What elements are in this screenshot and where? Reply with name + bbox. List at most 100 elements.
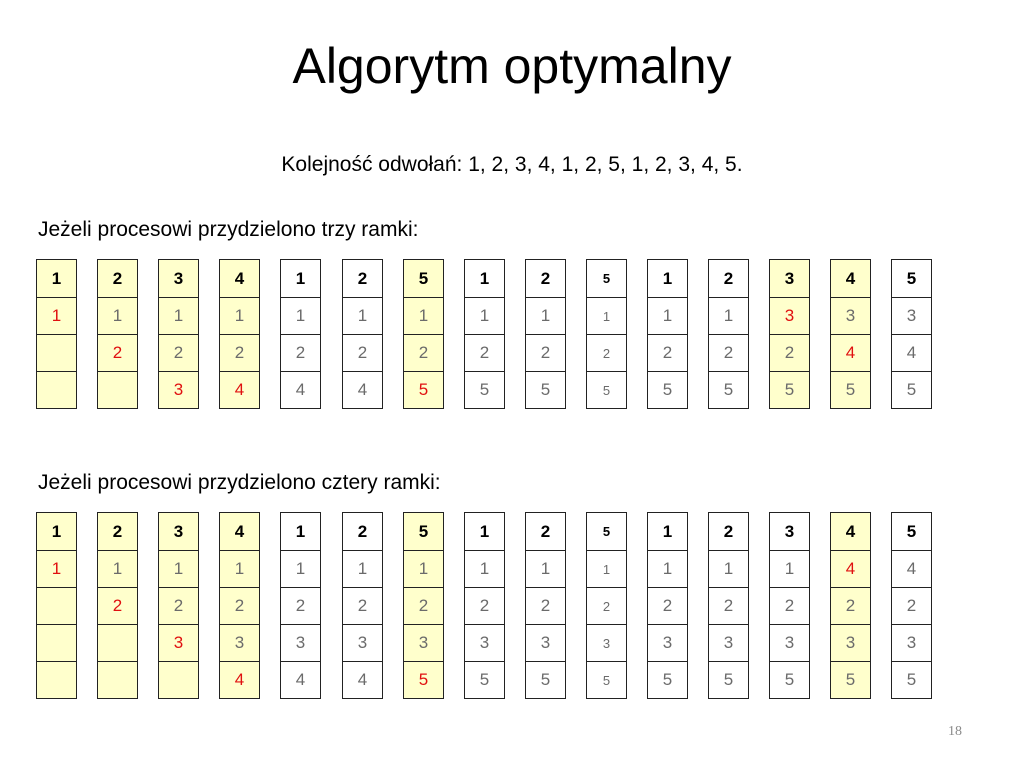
frame-cell: 1 xyxy=(281,297,320,334)
reference-cell: 3 xyxy=(770,260,809,297)
reference-cell: 1 xyxy=(37,513,76,550)
frame-cell: 1 xyxy=(404,297,443,334)
frame-cell: 1 xyxy=(465,297,504,334)
frame-cell xyxy=(98,371,137,408)
frame-cell: 3 xyxy=(770,624,809,661)
frame-cell: 5 xyxy=(770,371,809,408)
frame-cell: 2 xyxy=(404,334,443,371)
frame-cell: 3 xyxy=(526,624,565,661)
frame-cell: 5 xyxy=(404,661,443,698)
reference-cell: 2 xyxy=(357,268,368,288)
reference-sequence: Kolejność odwołań: 1, 2, 3, 4, 1, 2, 5, … xyxy=(281,153,743,176)
frame-cell: 5 xyxy=(465,371,504,408)
frame-cell: 1 xyxy=(343,550,382,587)
frame-cell: 4 xyxy=(892,550,931,587)
frame-cell: 5 xyxy=(648,371,687,408)
frame-cell: 5 xyxy=(770,661,809,698)
frame-cell: 1 xyxy=(159,297,198,334)
frame-cell: 1 xyxy=(37,550,76,587)
frame-cell: 3 xyxy=(159,371,198,408)
page-number: 18 xyxy=(948,724,962,739)
frame-cell: 5 xyxy=(587,661,626,698)
reference-cell: 5 xyxy=(404,513,443,550)
reference-cell: 2 xyxy=(98,513,137,550)
frame-cell: 2 xyxy=(709,334,748,371)
frame-cell: 3 xyxy=(831,624,870,661)
frame-cell: 2 xyxy=(98,334,137,371)
frame-cell xyxy=(98,624,137,661)
frame-cell: 1 xyxy=(98,297,137,334)
frame-cell: 1 xyxy=(709,297,748,334)
frame-cell: 2 xyxy=(648,587,687,624)
frame-cell: 2 xyxy=(587,334,626,371)
frame-cell: 4 xyxy=(892,334,931,371)
frame-cell xyxy=(37,661,76,698)
reference-cell: 2 xyxy=(540,521,551,541)
frame-cell: 2 xyxy=(343,334,382,371)
frame-cell: 4 xyxy=(343,371,382,408)
reference-cell: 1 xyxy=(662,268,673,288)
frame-cell: 4 xyxy=(831,550,870,587)
frame-cell: 3 xyxy=(159,624,198,661)
frame-cell: 3 xyxy=(709,624,748,661)
frame-cell: 5 xyxy=(831,371,870,408)
frame-cell: 2 xyxy=(159,587,198,624)
frame-cell: 1 xyxy=(526,550,565,587)
frame-cell: 3 xyxy=(281,624,320,661)
frame-cell: 2 xyxy=(220,334,259,371)
frame-cell: 1 xyxy=(648,550,687,587)
frame-cell: 1 xyxy=(587,550,626,587)
frame-cell: 3 xyxy=(831,297,870,334)
frame-cell: 3 xyxy=(587,624,626,661)
reference-cell: 5 xyxy=(906,521,917,541)
frame-cell: 3 xyxy=(465,624,504,661)
frame-cell xyxy=(37,624,76,661)
frame-cell: 5 xyxy=(709,661,748,698)
reference-cell: 2 xyxy=(357,521,368,541)
frame-cell xyxy=(98,661,137,698)
frame-cell: 2 xyxy=(159,334,198,371)
frame-cell: 3 xyxy=(220,624,259,661)
frame-cell: 2 xyxy=(526,587,565,624)
frame-cell: 5 xyxy=(831,661,870,698)
frame-cell: 5 xyxy=(404,371,443,408)
reference-cell: 4 xyxy=(220,513,259,550)
reference-cell: 3 xyxy=(159,513,198,550)
frame-cell xyxy=(37,371,76,408)
frame-cell: 2 xyxy=(343,587,382,624)
frame-cell: 1 xyxy=(343,297,382,334)
frame-cell: 5 xyxy=(709,371,748,408)
reference-cell: 3 xyxy=(784,521,795,541)
frame-cell: 2 xyxy=(526,334,565,371)
frame-cell: 2 xyxy=(892,587,931,624)
frame-cell: 4 xyxy=(281,371,320,408)
frame-cell: 1 xyxy=(98,550,137,587)
frame-cell: 2 xyxy=(404,587,443,624)
frame-cell: 1 xyxy=(281,550,320,587)
reference-cell: 3 xyxy=(159,260,198,297)
frame-cell: 5 xyxy=(465,661,504,698)
frame-cell: 2 xyxy=(465,587,504,624)
frame-cell xyxy=(37,587,76,624)
frame-cell xyxy=(37,334,76,371)
reference-cell: 5 xyxy=(906,268,917,288)
frame-cell: 1 xyxy=(465,550,504,587)
frame-cell: 1 xyxy=(770,550,809,587)
frame-cell: 1 xyxy=(159,550,198,587)
frame-cell: 3 xyxy=(892,624,931,661)
frame-cell: 3 xyxy=(892,297,931,334)
frame-cell: 4 xyxy=(831,334,870,371)
reference-cell: 5 xyxy=(602,524,611,539)
frame-cell: 3 xyxy=(343,624,382,661)
